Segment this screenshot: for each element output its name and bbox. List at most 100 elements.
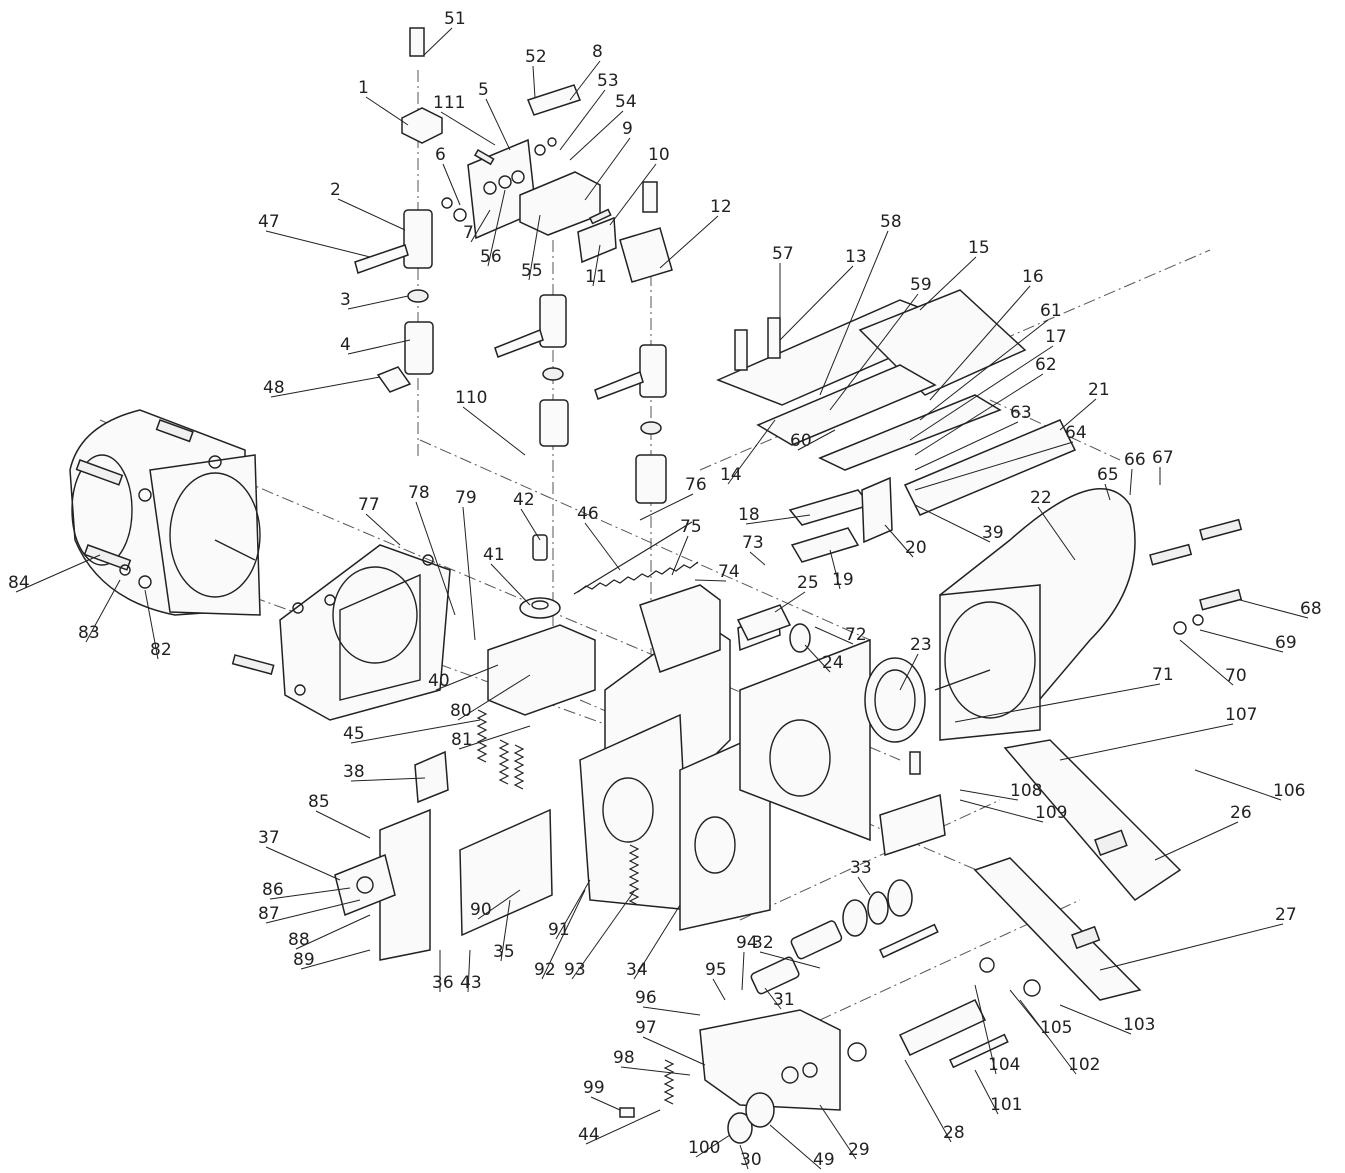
part-label-76: 76 [685, 475, 707, 495]
part-label-53: 53 [597, 71, 619, 91]
leader-line-41 [490, 563, 531, 606]
leader-line-98 [620, 1066, 691, 1076]
part-label-3: 3 [340, 290, 351, 310]
leader-line-71 [954, 683, 1161, 723]
part-label-109: 109 [1035, 803, 1067, 823]
leader-line-45 [350, 719, 481, 744]
leader-line-56 [487, 189, 506, 267]
leader-line-54 [569, 110, 624, 161]
right-motor [934, 488, 1243, 741]
leader-line-6 [442, 163, 461, 206]
part-label-25: 25 [797, 573, 819, 593]
leader-line-47 [265, 230, 371, 258]
leader-line-39 [914, 504, 991, 543]
leader-line-99 [590, 1096, 621, 1111]
leader-line-7 [470, 209, 491, 243]
leader-line-17 [909, 345, 1054, 441]
leader-line-44 [585, 1109, 661, 1145]
part-label-88: 88 [288, 930, 310, 950]
part-label-111: 111 [433, 93, 465, 113]
part-label-102: 102 [1068, 1055, 1100, 1075]
leader-line-26 [1154, 821, 1239, 861]
leader-line-55 [528, 214, 541, 281]
part-label-104: 104 [988, 1055, 1020, 1075]
leader-line-104 [974, 984, 997, 1075]
leader-line-92 [541, 889, 586, 980]
part-label-20: 20 [905, 538, 927, 558]
part-label-86: 86 [262, 880, 284, 900]
part-label-18: 18 [738, 505, 760, 525]
leader-line-75 [671, 535, 689, 576]
leader-line-84 [15, 554, 101, 593]
part-label-40: 40 [428, 671, 450, 691]
leader-line-3 [347, 295, 409, 310]
leader-line-8 [569, 60, 601, 101]
part-label-35: 35 [493, 942, 515, 962]
part-label-2: 2 [330, 180, 341, 200]
part-label-75: 75 [680, 517, 702, 537]
part-label-44: 44 [578, 1125, 600, 1145]
part-label-70: 70 [1225, 666, 1247, 686]
leader-line-2 [337, 198, 406, 231]
part-label-47: 47 [258, 212, 280, 232]
part-label-42: 42 [513, 490, 535, 510]
leader-line-21 [1059, 398, 1097, 431]
leader-line-10 [609, 163, 657, 226]
disc-and-pin [487, 534, 596, 716]
leader-line-4 [347, 339, 411, 355]
leader-line-68 [1239, 599, 1309, 619]
leader-line-58 [819, 230, 889, 396]
leader-line-90 [477, 889, 521, 920]
leader-line-20 [884, 524, 914, 558]
part-label-80: 80 [450, 701, 472, 721]
part-label-21: 21 [1088, 380, 1110, 400]
leader-line-25 [774, 591, 806, 613]
leader-line-102 [1019, 999, 1077, 1075]
part-label-13: 13 [845, 247, 867, 267]
part-label-93: 93 [564, 960, 586, 980]
leader-line-1 [365, 96, 409, 126]
part-label-36: 36 [432, 973, 454, 993]
leader-line-82 [144, 589, 159, 660]
part-label-32: 32 [752, 933, 774, 953]
part-label-95: 95 [705, 960, 727, 980]
right-bottom-plates [879, 739, 1182, 1001]
part-label-48: 48 [263, 378, 285, 398]
leader-line-37 [265, 846, 341, 881]
leader-line-89 [300, 949, 371, 970]
part-label-37: 37 [258, 828, 280, 848]
leader-line-62 [914, 373, 1044, 456]
leader-line-109 [959, 799, 1044, 823]
part-label-9: 9 [622, 119, 633, 139]
part-label-68: 68 [1300, 599, 1322, 619]
part-label-84: 84 [8, 573, 30, 593]
leader-line-49 [769, 1124, 822, 1170]
part-label-108: 108 [1010, 781, 1042, 801]
part-label-7: 7 [463, 223, 474, 243]
part-label-106: 106 [1273, 781, 1305, 801]
part-label-59: 59 [910, 275, 932, 295]
leader-line-77 [365, 513, 401, 546]
part-label-8: 8 [592, 42, 603, 62]
part-label-77: 77 [358, 495, 380, 515]
part-label-58: 58 [880, 212, 902, 232]
part-label-11: 11 [585, 267, 607, 287]
leader-line-31 [764, 987, 782, 1010]
part-label-34: 34 [626, 960, 648, 980]
leader-line-96 [642, 1006, 701, 1016]
part-label-14: 14 [720, 465, 742, 485]
part-label-4: 4 [340, 335, 351, 355]
leader-line-78 [415, 501, 456, 616]
leader-line-22 [1037, 506, 1076, 561]
part-label-46: 46 [577, 504, 599, 524]
leader-line-5 [485, 98, 511, 151]
leader-line-60 [797, 429, 836, 451]
leader-line-63 [914, 421, 1019, 471]
part-label-24: 24 [822, 653, 844, 673]
part-label-33: 33 [850, 858, 872, 878]
part-label-66: 66 [1124, 450, 1146, 470]
part-label-61: 61 [1040, 301, 1062, 321]
part-label-51: 51 [444, 9, 466, 29]
leader-lines [15, 27, 1309, 1170]
